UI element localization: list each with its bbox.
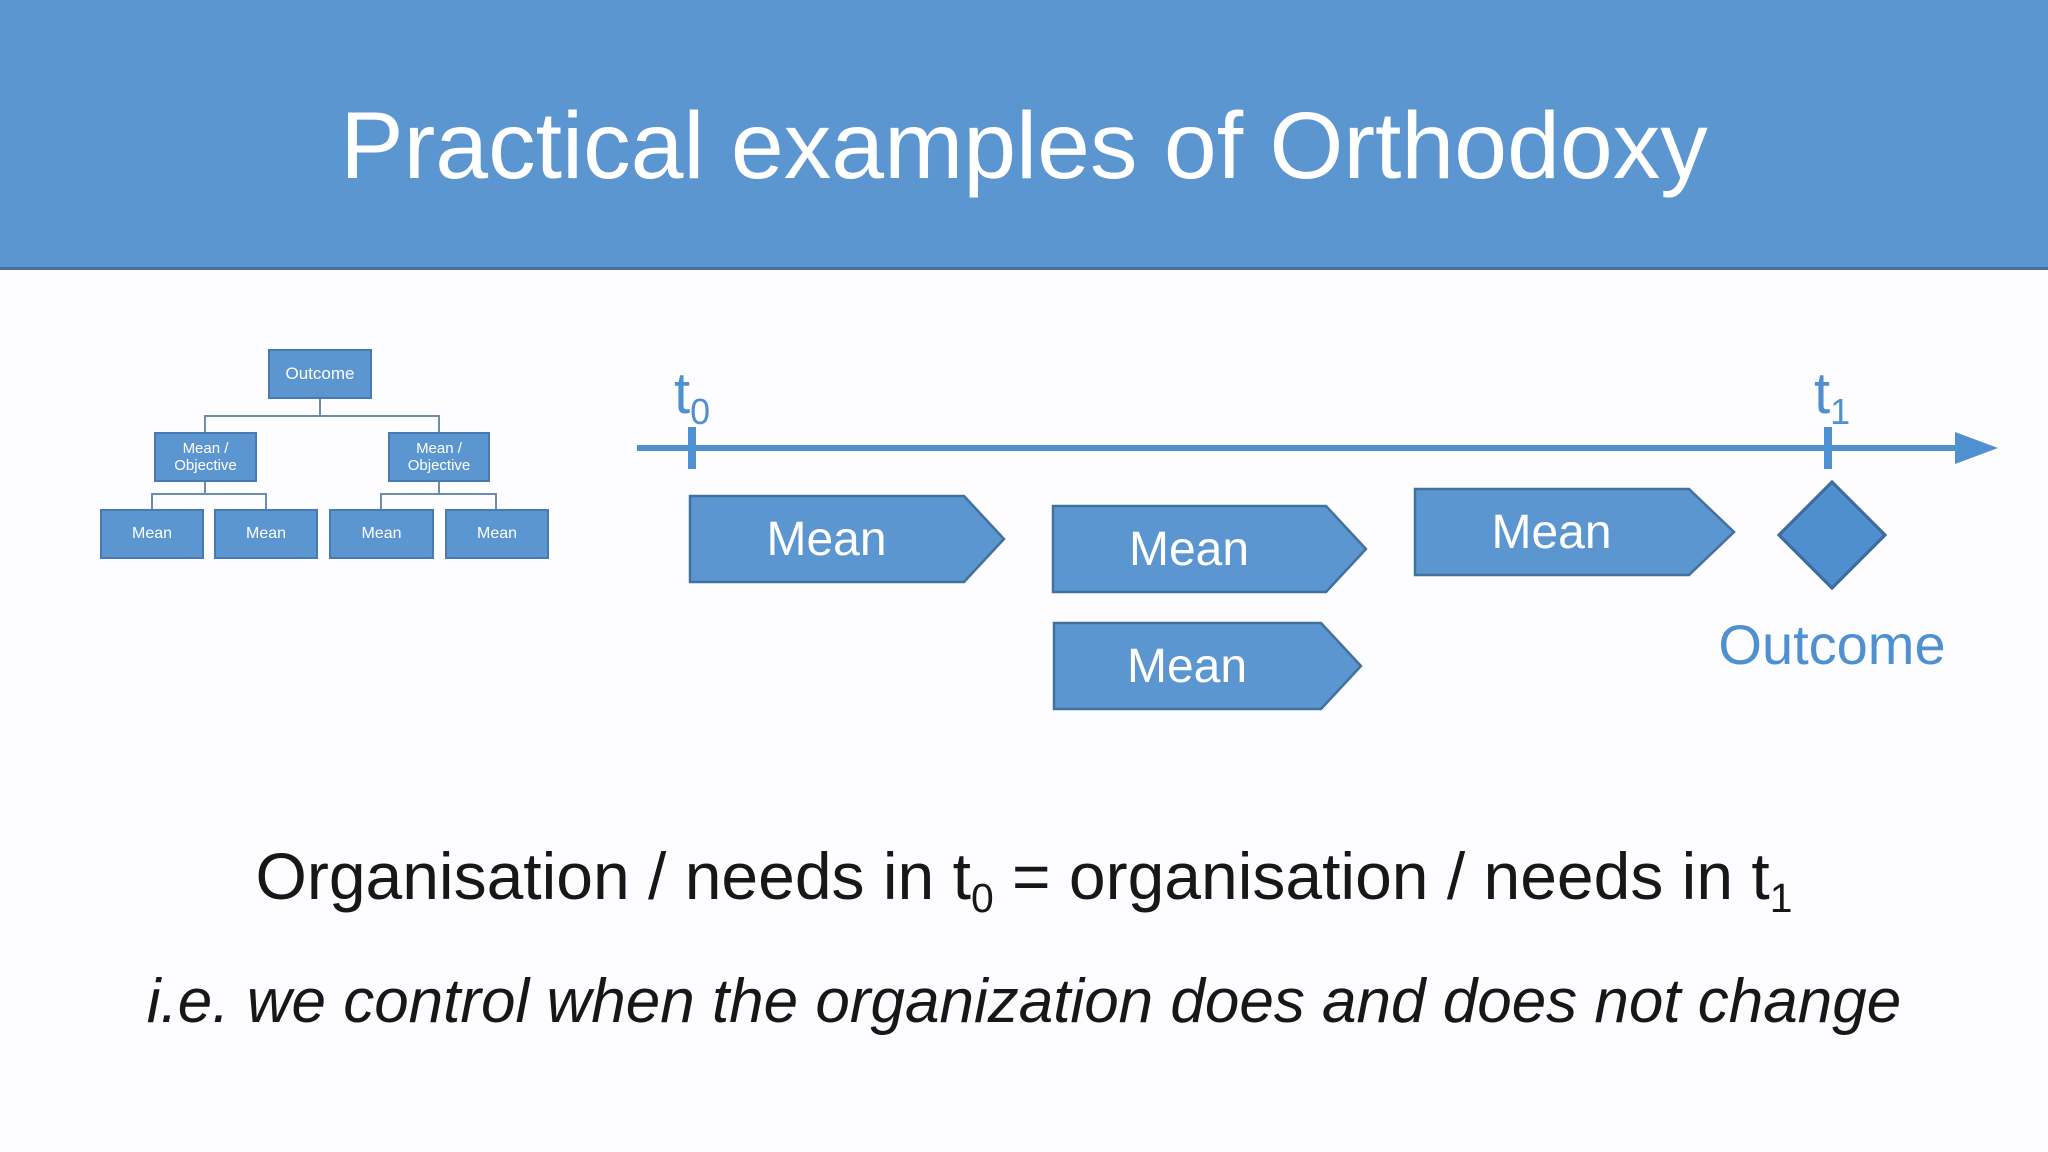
mean-arrow-shape: Mean — [1051, 504, 1368, 594]
org-leaf-label: Mean — [245, 524, 287, 542]
timeline-line — [637, 445, 1957, 451]
org-leaf-label: Mean — [361, 524, 402, 542]
statement-line1-sub1: 1 — [1769, 875, 1793, 922]
org-chart-leaf-box: Mean — [329, 509, 434, 559]
connector-line — [204, 415, 440, 417]
connector-line — [495, 493, 497, 509]
outcome-diamond-icon — [1776, 479, 1888, 591]
connector-line — [319, 399, 321, 416]
org-chart-leaf-box: Mean — [214, 509, 318, 559]
org-branch-label: Mean / Objective — [174, 439, 237, 474]
connector-line — [380, 493, 497, 495]
t0-subscript: 0 — [690, 390, 711, 432]
connector-line — [265, 493, 267, 509]
org-chart-branch-box: Mean / Objective — [388, 432, 490, 482]
org-leaf-label: Mean — [131, 524, 173, 542]
header-banner: Practical examples of Orthodoxy — [0, 0, 2048, 270]
timeline-label-t0: t0 — [642, 360, 742, 433]
connector-line — [151, 493, 153, 509]
connector-line — [151, 493, 267, 495]
timeline-label-t1: t1 — [1782, 360, 1882, 433]
statement-line1-sub0: 0 — [970, 875, 994, 922]
mean-arrow-shape: Mean — [1052, 621, 1363, 711]
connector-line — [204, 415, 206, 432]
org-root-label: Outcome — [285, 364, 355, 384]
connector-line — [438, 415, 440, 432]
org-chart-branch-box: Mean / Objective — [154, 432, 257, 482]
pentagon-arrow-icon — [1051, 504, 1368, 594]
pentagon-arrow-icon — [1413, 487, 1736, 577]
connector-line — [438, 482, 440, 494]
org-chart-root-box: Outcome — [268, 349, 372, 399]
mean-arrow-shape: Mean — [688, 494, 1006, 584]
statement-line1: Organisation / needs in t0 = organisatio… — [0, 838, 2048, 922]
org-chart-leaf-box: Mean — [100, 509, 204, 559]
mean-arrow-shape: Mean — [1413, 487, 1736, 577]
timeline-tick-t0 — [688, 427, 696, 469]
timeline-arrowhead-icon — [1955, 432, 1998, 464]
mean-arrow-label: Mean — [766, 512, 887, 566]
mean-arrow-label: Mean — [1126, 639, 1248, 693]
t1-subscript: 1 — [1830, 390, 1851, 432]
t0-base: t — [673, 361, 691, 426]
statement-line1-part1: Organisation / needs in t — [255, 839, 971, 913]
statement-line2: i.e. we control when the organization do… — [146, 967, 1902, 1036]
mean-arrow-label: Mean — [1128, 522, 1250, 576]
outcome-label: Outcome — [1718, 613, 1946, 676]
connector-line — [380, 493, 382, 509]
connector-line — [204, 482, 206, 494]
org-leaf-label: Mean — [476, 524, 518, 542]
mean-arrow-label: Mean — [1491, 505, 1612, 559]
slide-title: Practical examples of Orthodoxy — [340, 93, 1708, 199]
org-chart-leaf-box: Mean — [445, 509, 549, 559]
t1-base: t — [1813, 361, 1831, 426]
statement-line1-part2: = organisation / needs in t — [993, 839, 1770, 913]
org-branch-label: Mean / Objective — [407, 439, 471, 474]
timeline-tick-t1 — [1824, 427, 1832, 469]
pentagon-arrow-icon — [688, 494, 1006, 584]
pentagon-arrow-icon — [1052, 621, 1363, 711]
